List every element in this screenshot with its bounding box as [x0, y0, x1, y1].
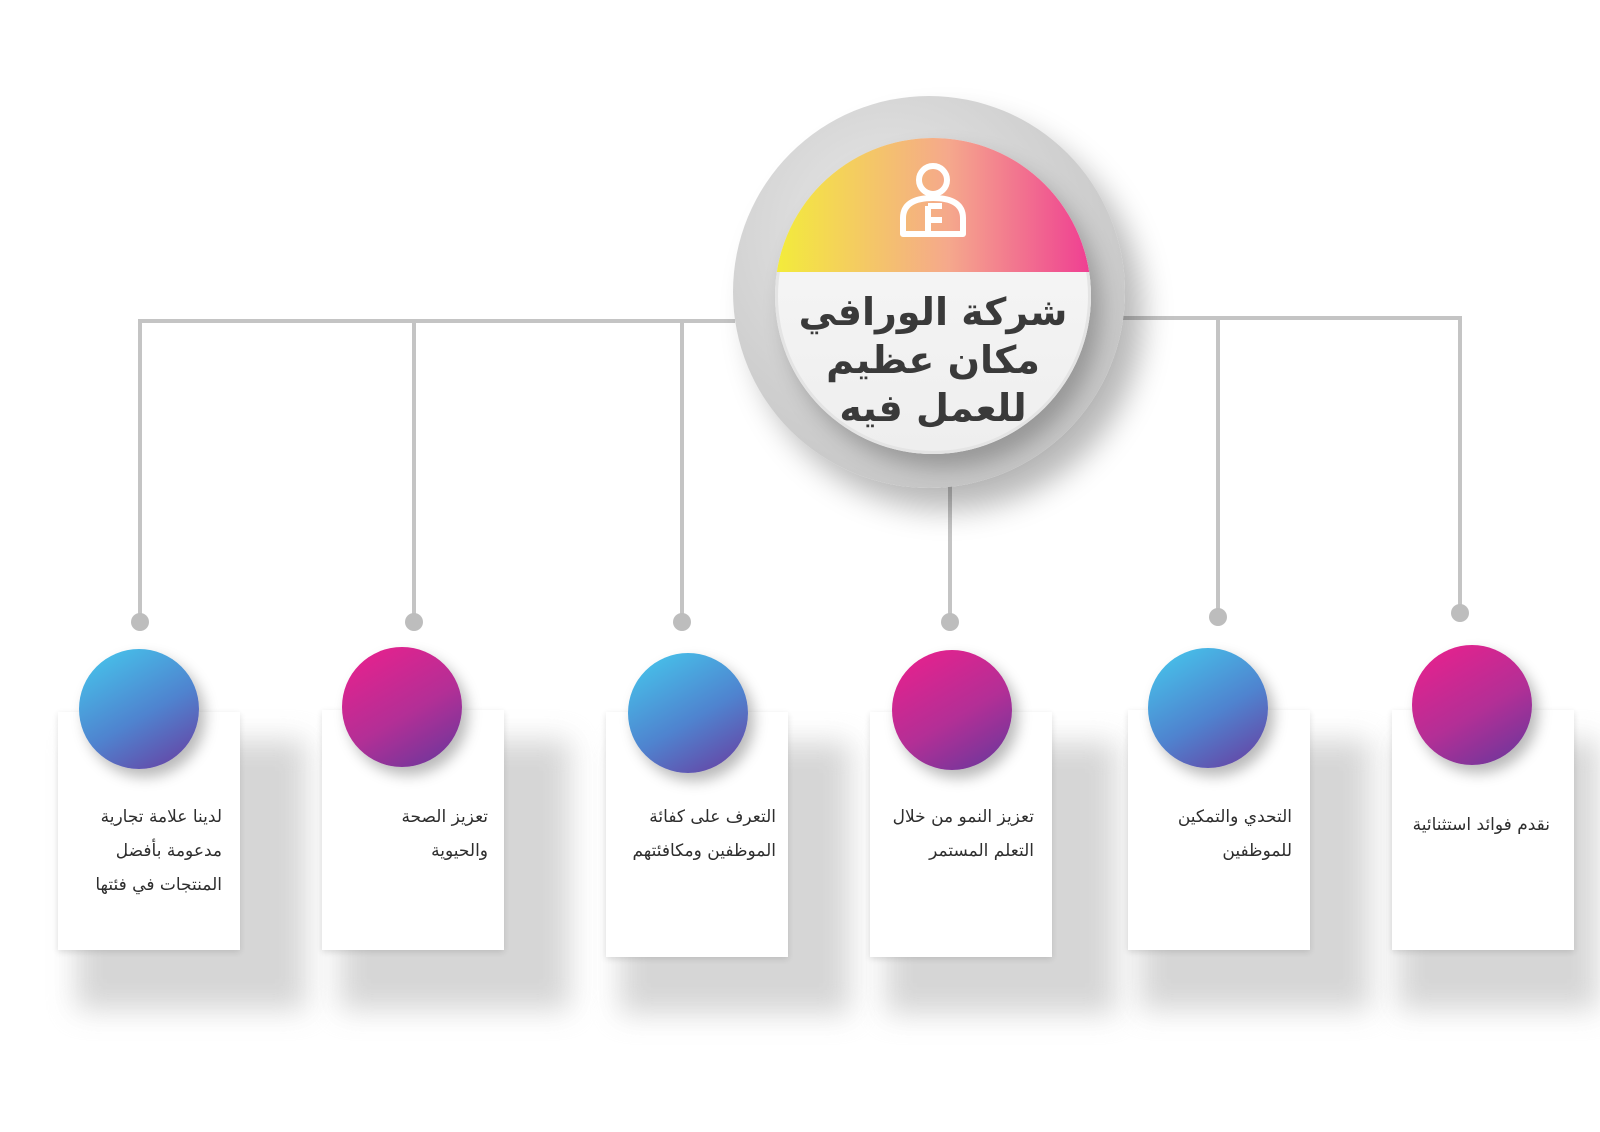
card-health-line-2: والحيوية — [431, 841, 488, 861]
card-text-challenge: التحدي والتمكين للموظفين — [1112, 800, 1292, 868]
card-brand-line-3: المنتجات في فئتها — [95, 875, 222, 895]
hub-title-line-1: شركة الورافي — [798, 290, 1068, 334]
card-challenge-line-1: التحدي والتمكين — [1177, 807, 1292, 827]
connector-dot-benefits — [1451, 604, 1469, 622]
card-brand-line-2: مدعومة بأفضل — [115, 841, 222, 861]
card-recognition-line-1: التعرف على كفائة — [649, 807, 776, 827]
card-text-recognition: التعرف على كفائة الموظفين ومكافئتهم — [586, 800, 776, 868]
person-icon — [900, 163, 966, 237]
card-text-health: تعزيز الصحة والحيوية — [318, 800, 488, 868]
card-text-growth: تعزيز النمو من خلال التعلم المستمر — [834, 800, 1034, 868]
hub-title-line-3: للعمل فيه — [839, 386, 1027, 430]
card-health-line-1: تعزيز الصحة — [401, 807, 488, 827]
card-challenge-line-2: للموظفين — [1222, 841, 1292, 861]
ball-growth — [892, 650, 1012, 770]
hub-disc: شركة الورافي مكان عظيم للعمل فيه — [775, 138, 1091, 454]
hub-title-line-2: مكان عظيم — [826, 338, 1040, 382]
hub-ring: شركة الورافي مكان عظيم للعمل فيه — [733, 96, 1125, 488]
connector-dot-brand — [131, 613, 149, 631]
connector-dot-challenge — [1209, 608, 1227, 626]
connector-dot-health — [405, 613, 423, 631]
card-brand-line-1: لدينا علامة تجارية — [100, 807, 222, 827]
card-growth-line-2: التعلم المستمر — [929, 841, 1034, 861]
ball-health — [342, 647, 462, 767]
card-recognition-line-2: الموظفين ومكافئتهم — [632, 841, 776, 861]
ball-recognition — [628, 653, 748, 773]
ball-challenge — [1148, 648, 1268, 768]
card-benefits-line-1: نقدم فوائد استثنائية — [1412, 815, 1550, 835]
ball-brand — [79, 649, 199, 769]
card-growth-line-1: تعزيز النمو من خلال — [892, 807, 1034, 827]
card-text-brand: لدينا علامة تجارية مدعومة بأفضل المنتجات… — [42, 800, 222, 902]
hub-title: شركة الورافي مكان عظيم للعمل فيه — [795, 288, 1071, 432]
card-text-benefits: نقدم فوائد استثنائية — [1360, 808, 1550, 842]
ball-benefits — [1412, 645, 1532, 765]
connector-dot-growth — [941, 613, 959, 631]
connector-dot-recognition — [673, 613, 691, 631]
